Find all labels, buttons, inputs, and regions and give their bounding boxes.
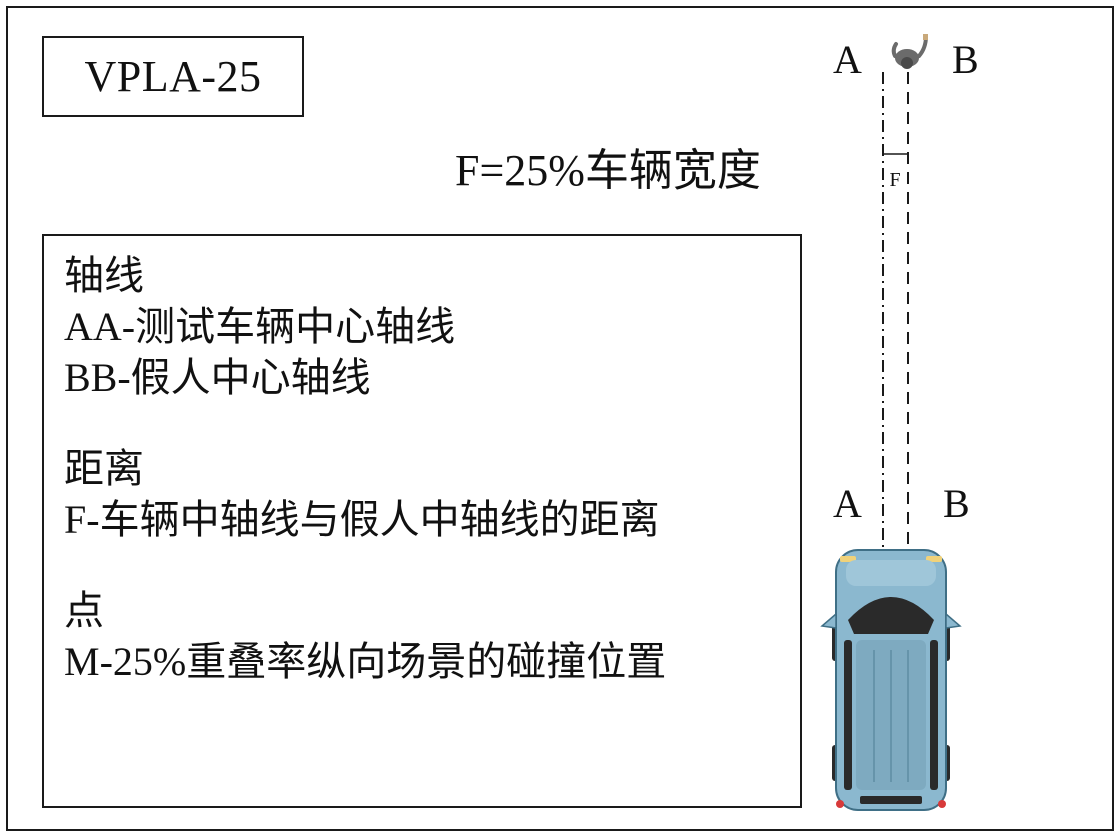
legend-point-heading: 点 <box>64 588 104 633</box>
scenario-code: VPLA-25 <box>84 52 262 101</box>
axis-label-b-bottom: B <box>943 481 970 526</box>
vehicle-icon <box>820 549 962 811</box>
legend-distance-f: F-车辆中轴线与假人中轴线的距离 <box>64 497 660 542</box>
legend-point-m: M-25%重叠率纵向场景的碰撞位置 <box>64 639 667 684</box>
f-dimension-label: F <box>889 169 900 191</box>
legend-box: 轴线 AA-测试车辆中心轴线 BB-假人中心轴线 距离 F-车辆中轴线与假人中轴… <box>42 234 802 808</box>
legend-distance-heading: 距离 <box>64 446 144 491</box>
diagram-frame <box>6 6 1114 831</box>
legend-axis-bb: BB-假人中心轴线 <box>64 355 371 400</box>
legend-axis-aa: AA-测试车辆中心轴线 <box>64 304 456 349</box>
axis-label-a-top: A <box>833 37 862 82</box>
axis-label-b-top: B <box>952 37 979 82</box>
scenario-code-box: VPLA-25 <box>42 36 304 117</box>
overlap-formula: F=25%车辆宽度 <box>455 146 761 195</box>
axis-label-a-bottom: A <box>833 481 862 526</box>
pedestrian-icon <box>891 34 928 69</box>
legend-axes-heading: 轴线 <box>64 253 144 298</box>
